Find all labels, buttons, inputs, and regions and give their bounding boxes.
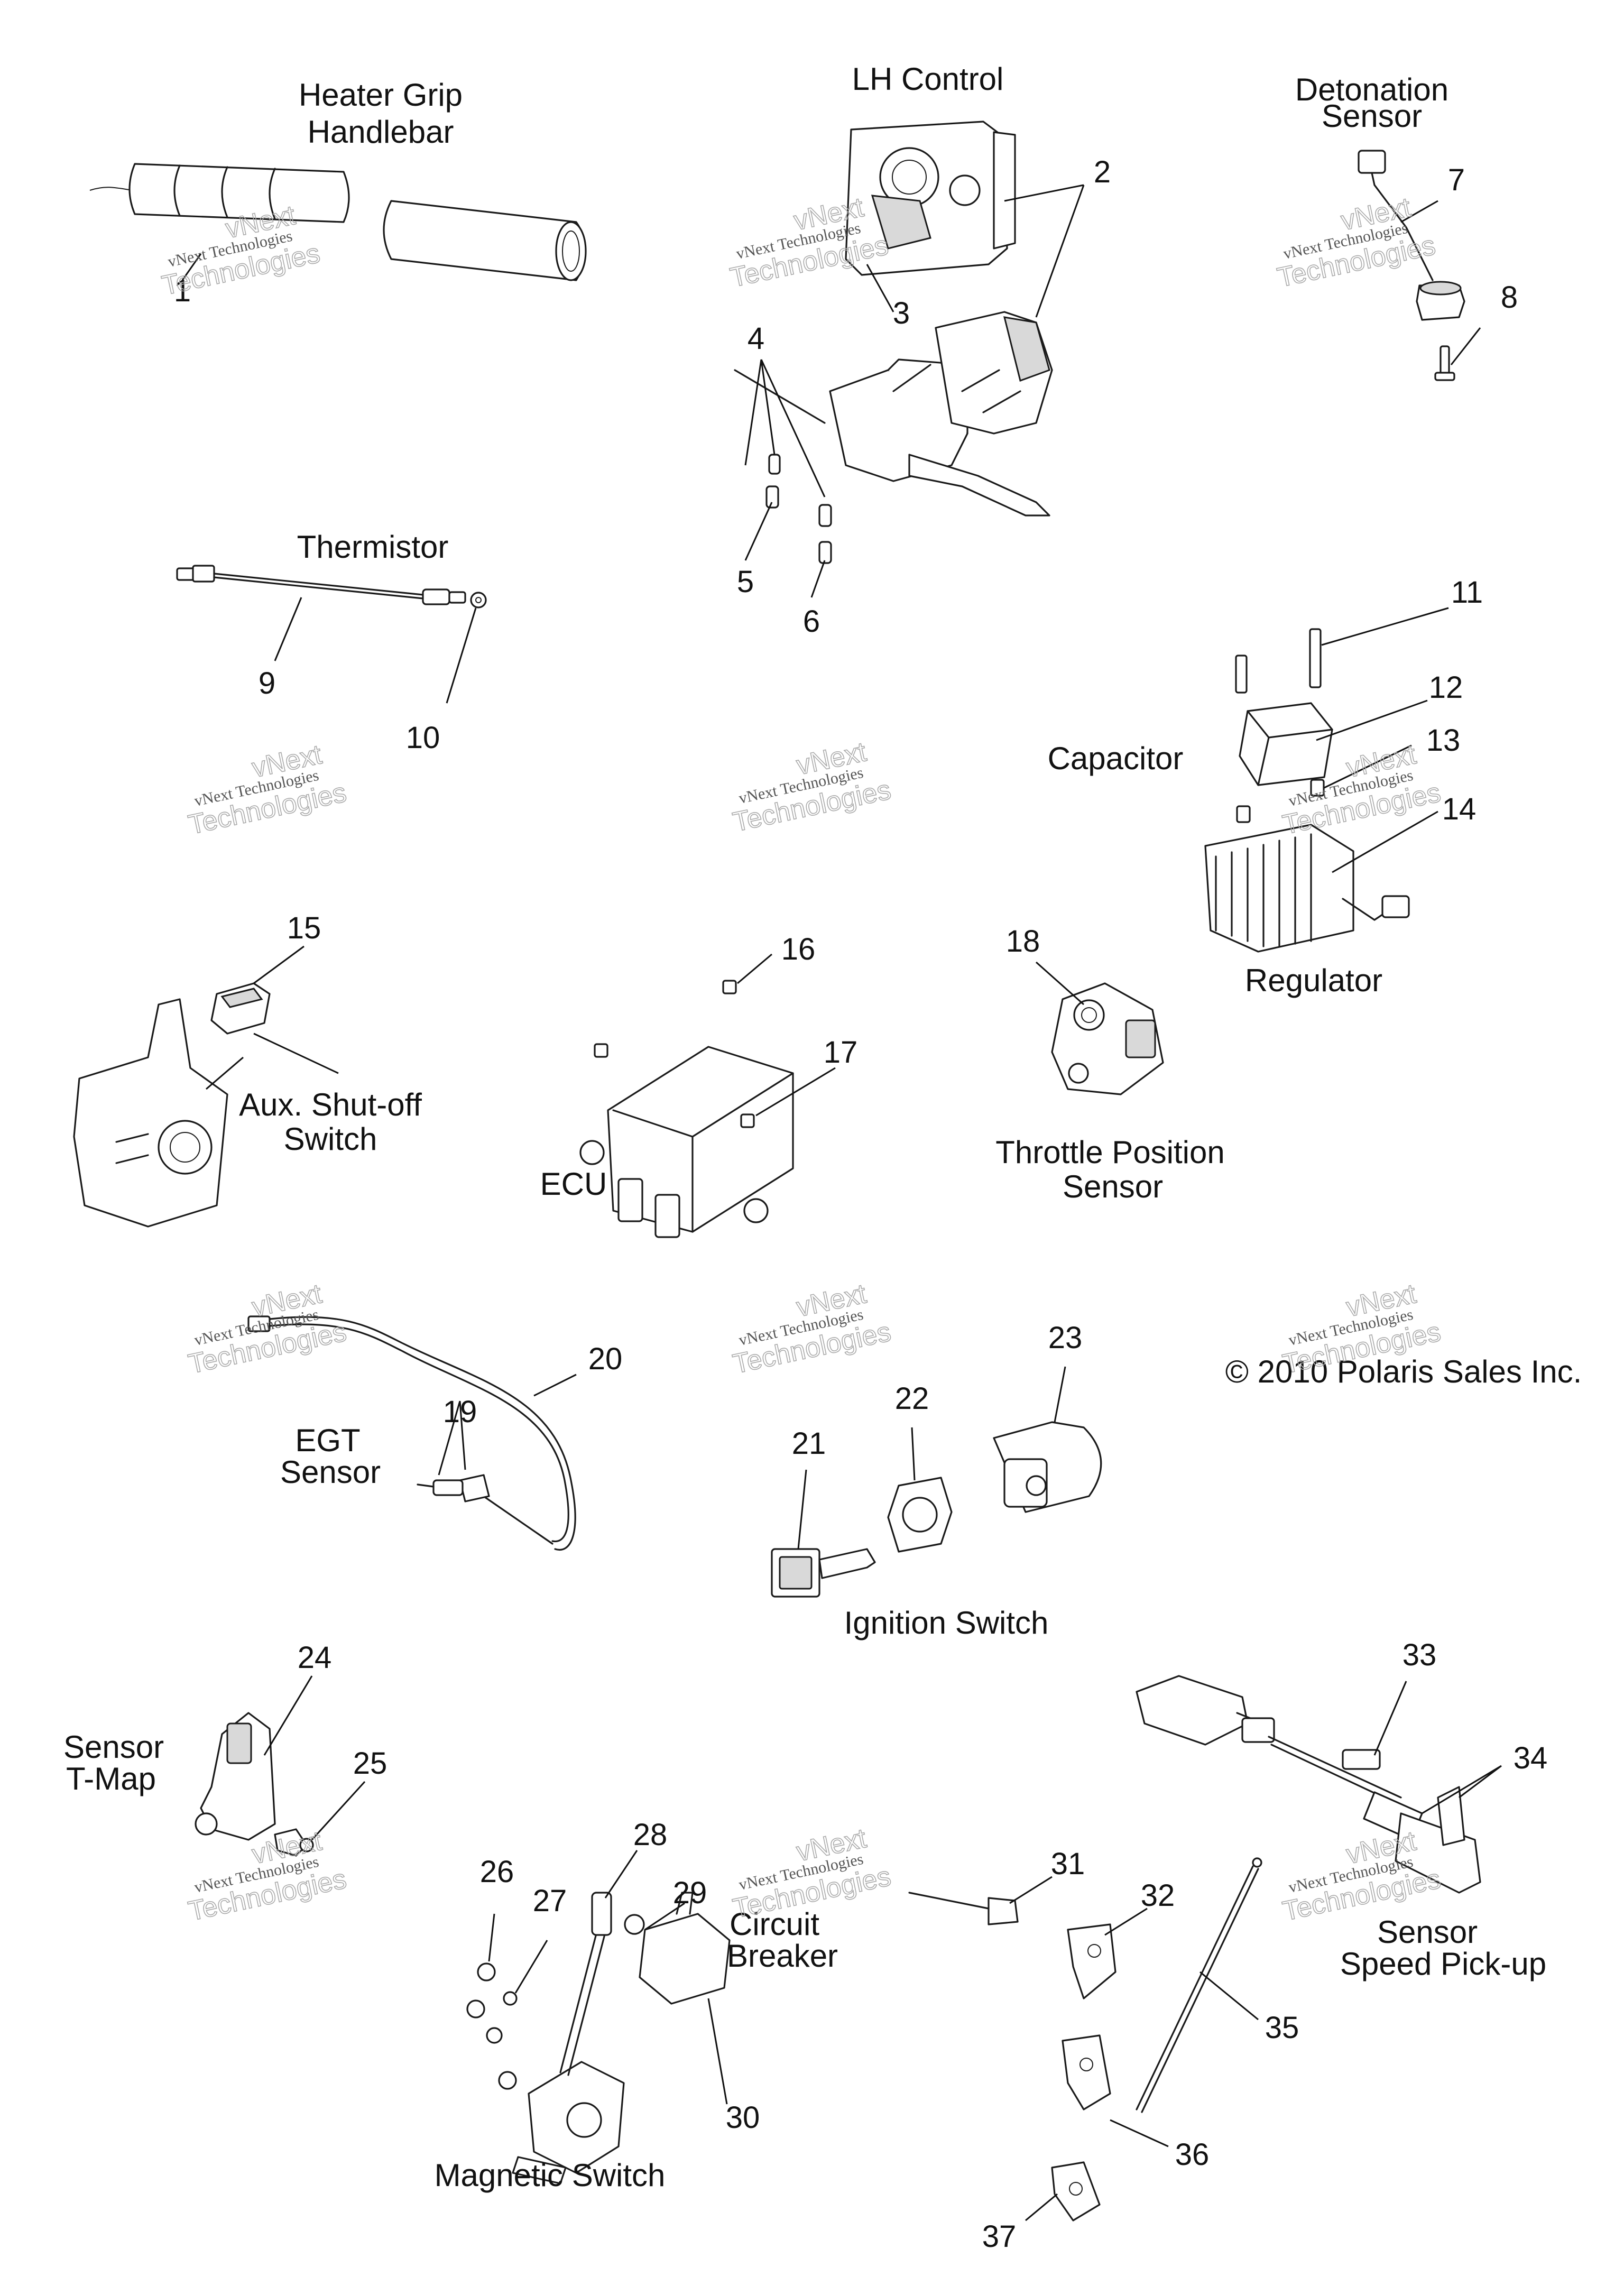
- part-number-29: 29: [673, 1876, 707, 1910]
- sensor-tmap-illustration: [195, 1712, 314, 1857]
- label-aux-shutoff-1: Aux. Shut-off: [239, 1087, 422, 1122]
- label-heater-grip-2: Handlebar: [308, 114, 454, 150]
- part-number-26: 26: [480, 1855, 514, 1889]
- part-number-23: 23: [1048, 1321, 1083, 1355]
- part-number-33: 33: [1402, 1638, 1437, 1672]
- part-number-22: 22: [895, 1381, 929, 1416]
- part-number-34: 34: [1514, 1741, 1548, 1775]
- part-number-9: 9: [259, 666, 275, 701]
- label-circuit-breaker-2: Breaker: [727, 1938, 838, 1974]
- part-number-31: 31: [1051, 1847, 1085, 1881]
- circuit-breaker-illustration: [624, 1892, 731, 2005]
- label-lh-control: LH Control: [852, 61, 1004, 97]
- fasteners-clips-illustration: [908, 1857, 1262, 2222]
- part-number-6: 6: [803, 604, 820, 639]
- label-tmap-1: Sensor: [63, 1729, 164, 1765]
- leader-lines: [181, 184, 1502, 2222]
- watermark: vNext Technologies vNext Technologies: [730, 736, 894, 838]
- screw-set-4-5-6-illustration: [765, 454, 832, 564]
- ignition-switch-illustration: [771, 1421, 1102, 1598]
- label-ignition-switch: Ignition Switch: [844, 1605, 1049, 1640]
- label-throttle-2: Sensor: [1063, 1169, 1163, 1204]
- label-egt-1: EGT: [295, 1423, 360, 1458]
- label-speed-2: Speed Pick-up: [1340, 1946, 1546, 1981]
- ecu-illustration: [579, 980, 794, 1238]
- aux-shutoff-switch-illustration: [73, 982, 271, 1228]
- part-number-10: 10: [406, 721, 440, 755]
- part-number-24: 24: [298, 1640, 332, 1675]
- part-number-4: 4: [748, 321, 764, 356]
- part-number-21: 21: [792, 1426, 826, 1461]
- part-number-17: 17: [824, 1035, 858, 1070]
- label-ecu: ECU: [540, 1166, 607, 1202]
- group-labels: Heater Grip Handlebar LH Control Detonat…: [63, 61, 1582, 2193]
- watermark: vNext Technologies vNext Technologies: [185, 1278, 349, 1380]
- label-egt-2: Sensor: [280, 1454, 381, 1490]
- part-number-8: 8: [1501, 280, 1518, 315]
- label-tmap-2: T-Map: [66, 1761, 156, 1796]
- label-capacitor: Capacitor: [1048, 741, 1184, 776]
- watermark: vNext Technologies vNext Technologies: [185, 739, 349, 841]
- part-number-19: 19: [443, 1395, 477, 1429]
- label-magnetic-switch: Magnetic Switch: [435, 2158, 666, 2193]
- part-number-15: 15: [287, 911, 321, 945]
- part-number-5: 5: [737, 565, 754, 599]
- part-number-18: 18: [1006, 924, 1040, 958]
- watermark: vNext Technologies vNext Technologies: [730, 1278, 894, 1380]
- copyright-notice: © 2010 Polaris Sales Inc.: [1225, 1354, 1582, 1389]
- part-number-37: 37: [982, 2219, 1017, 2254]
- label-aux-shutoff-2: Switch: [284, 1121, 377, 1157]
- watermark: vNext Technologies vNext Technologies: [730, 1822, 894, 1924]
- part-number-27: 27: [533, 1884, 567, 1918]
- watermark: vNext Technologies vNext Technologies: [1274, 191, 1438, 293]
- label-detonation-1: Detonation: [1295, 72, 1448, 107]
- heater-grip-illustration: [89, 163, 587, 281]
- part-numbers: 1 2 3 4 5 6 7 8 9 10 11 12 13 14 15 16 1…: [174, 155, 1547, 2254]
- throttle-position-sensor-illustration: [1051, 982, 1164, 1095]
- part-number-11: 11: [1451, 575, 1483, 610]
- watermark: vNext Technologies vNext Technologies: [185, 1825, 349, 1927]
- part-number-3: 3: [893, 296, 910, 330]
- part-number-30: 30: [726, 2100, 760, 2135]
- watermarks: vNext Technologies vNext Technologies vN…: [159, 191, 1444, 1927]
- part-number-7: 7: [1448, 163, 1465, 197]
- label-regulator: Regulator: [1245, 963, 1382, 998]
- part-number-25: 25: [353, 1746, 387, 1781]
- part-number-16: 16: [781, 932, 816, 966]
- part-number-14: 14: [1442, 792, 1477, 826]
- part-number-32: 32: [1141, 1878, 1175, 1913]
- thermistor-illustration: [176, 565, 487, 609]
- label-throttle-1: Throttle Position: [995, 1135, 1225, 1170]
- part-number-35: 35: [1265, 2011, 1299, 2045]
- part-number-1: 1: [174, 274, 191, 308]
- label-thermistor: Thermistor: [297, 529, 449, 565]
- speed-sensor-illustration: [1136, 1675, 1481, 1894]
- part-number-13: 13: [1426, 723, 1461, 758]
- label-speed-1: Sensor: [1377, 1914, 1478, 1950]
- egt-sensor-illustration: [247, 1315, 576, 1551]
- label-circuit-breaker-1: Circuit: [730, 1906, 819, 1942]
- part-number-36: 36: [1175, 2137, 1210, 2172]
- part-number-2: 2: [1094, 155, 1111, 189]
- part-number-28: 28: [633, 1818, 668, 1852]
- regulator-illustration: [1204, 824, 1410, 953]
- lh-control-illustration: [734, 121, 1053, 517]
- capacitor-illustration: [1235, 628, 1333, 823]
- label-detonation-2: Sensor: [1322, 98, 1422, 134]
- label-heater-grip-1: Heater Grip: [299, 77, 463, 113]
- part-number-20: 20: [588, 1342, 623, 1376]
- detonation-sensor-illustration: [1358, 150, 1465, 381]
- magnetic-switch-illustration: [466, 1892, 625, 2185]
- part-number-12: 12: [1429, 670, 1463, 705]
